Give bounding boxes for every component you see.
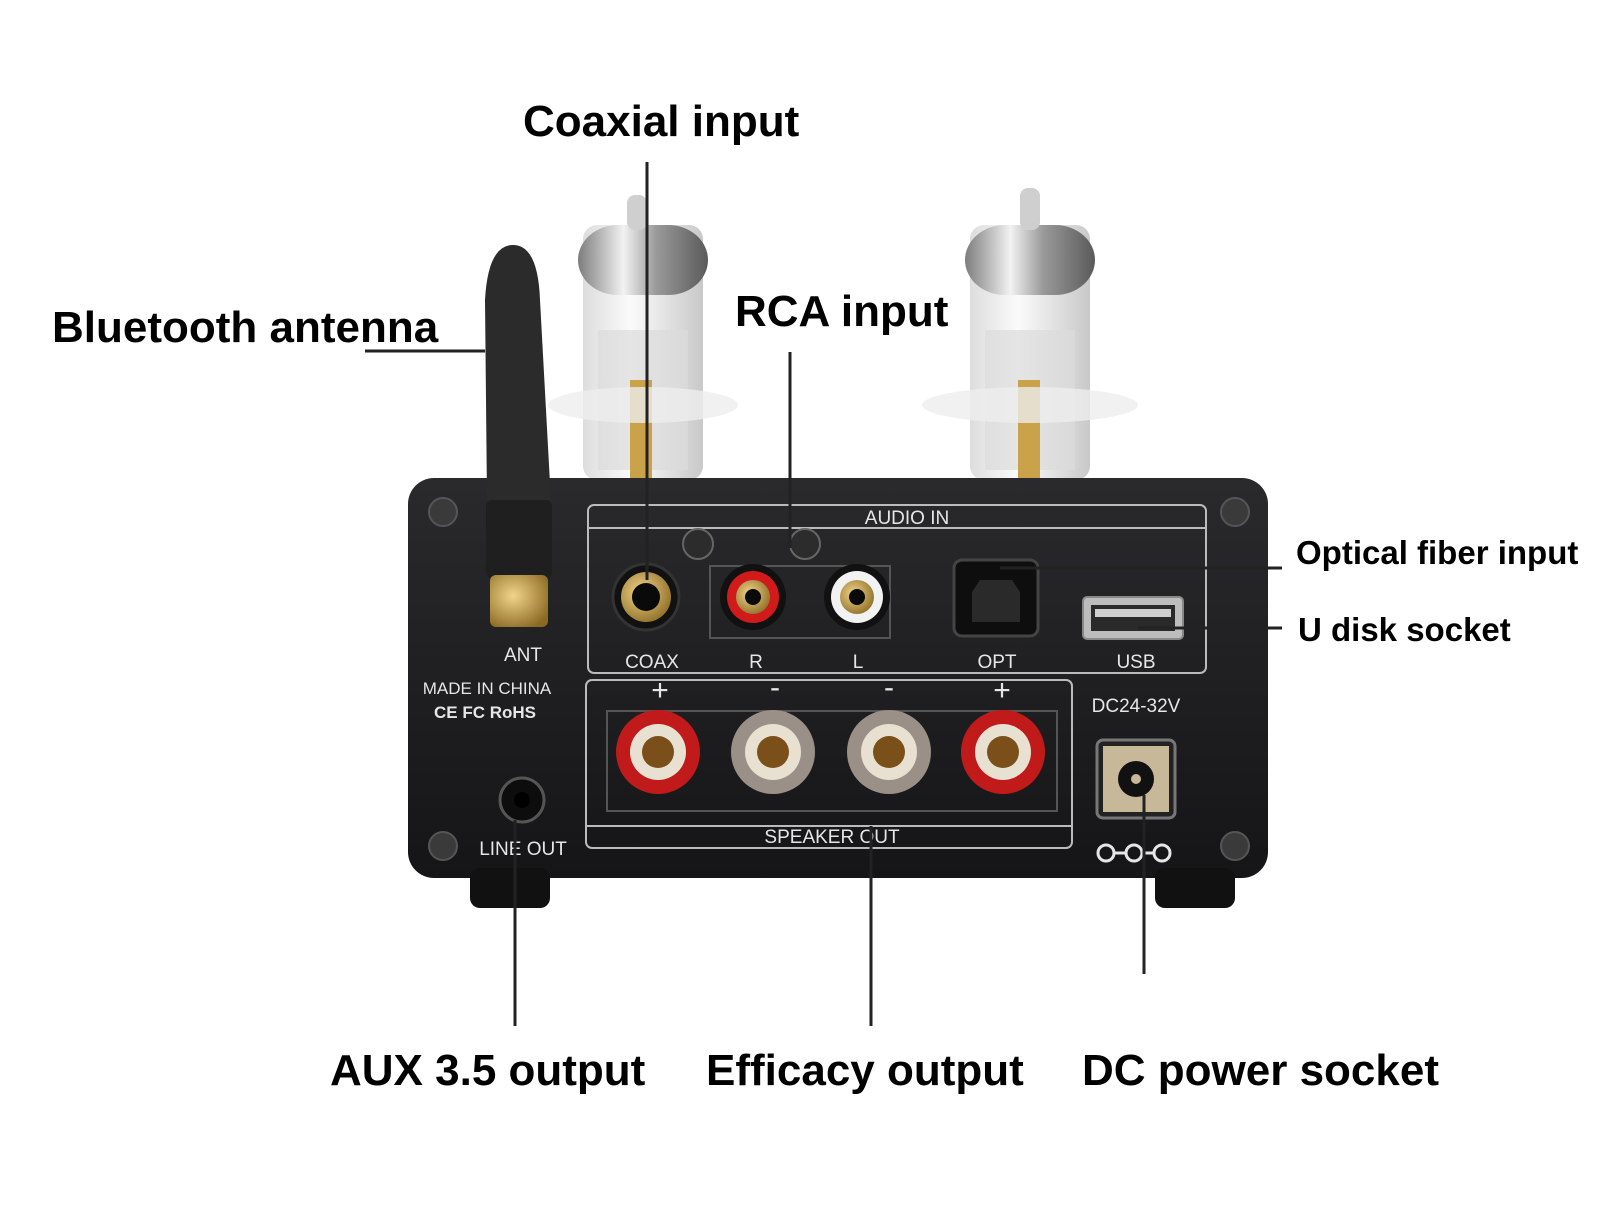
speaker-terminal-3: [847, 710, 931, 794]
label-efficacy-output: Efficacy output: [706, 1046, 1024, 1095]
line-out-jack: [498, 776, 546, 824]
label-rca-input: RCA input: [735, 287, 949, 336]
panel-speaker-out: SPEAKER OUT: [764, 827, 900, 848]
dc-socket: [1095, 738, 1177, 820]
rca-left-jack: [824, 564, 890, 630]
panel-opt: OPT: [977, 652, 1016, 673]
panel-dc-rating: DC24-32V: [1092, 696, 1181, 717]
panel-usb: USB: [1116, 652, 1155, 673]
label-coaxial-input: Coaxial input: [523, 97, 800, 146]
panel-r: R: [749, 652, 763, 673]
label-dc-power-socket: DC power socket: [1082, 1046, 1439, 1095]
speaker-terminal-4: [961, 710, 1045, 794]
panel-audio-in: AUDIO IN: [865, 508, 949, 529]
panel-plus-2: +: [993, 674, 1011, 707]
speaker-terminal-1: [616, 710, 700, 794]
panel-coax: COAX: [625, 652, 679, 673]
leader-lines: [365, 162, 1282, 1026]
vacuum-tube-left: [548, 195, 738, 480]
rca-right-jack: [720, 564, 786, 630]
optical-port: [952, 558, 1040, 638]
label-bluetooth-antenna: Bluetooth antenna: [52, 303, 439, 352]
panel-certs: CE FC RoHS: [434, 703, 536, 722]
label-aux-output: AUX 3.5 output: [330, 1046, 646, 1095]
vacuum-tube-right: [922, 188, 1138, 480]
panel-minus-1: -: [770, 671, 780, 704]
usb-port: [1082, 596, 1184, 640]
panel-made-in: MADE IN CHINA: [423, 679, 552, 698]
panel-line-out: LINE OUT: [479, 839, 567, 860]
label-u-disk-socket: U disk socket: [1298, 611, 1511, 648]
panel-plus-1: +: [651, 674, 669, 707]
label-optical-fiber-input: Optical fiber input: [1296, 534, 1579, 571]
panel-minus-2: -: [884, 671, 894, 704]
bluetooth-antenna: [485, 245, 552, 627]
coax-jack: [611, 562, 681, 632]
panel-l: L: [853, 652, 864, 673]
speaker-terminal-2: [731, 710, 815, 794]
panel-ant: ANT: [504, 645, 542, 666]
polarity-symbol: [1096, 843, 1172, 863]
